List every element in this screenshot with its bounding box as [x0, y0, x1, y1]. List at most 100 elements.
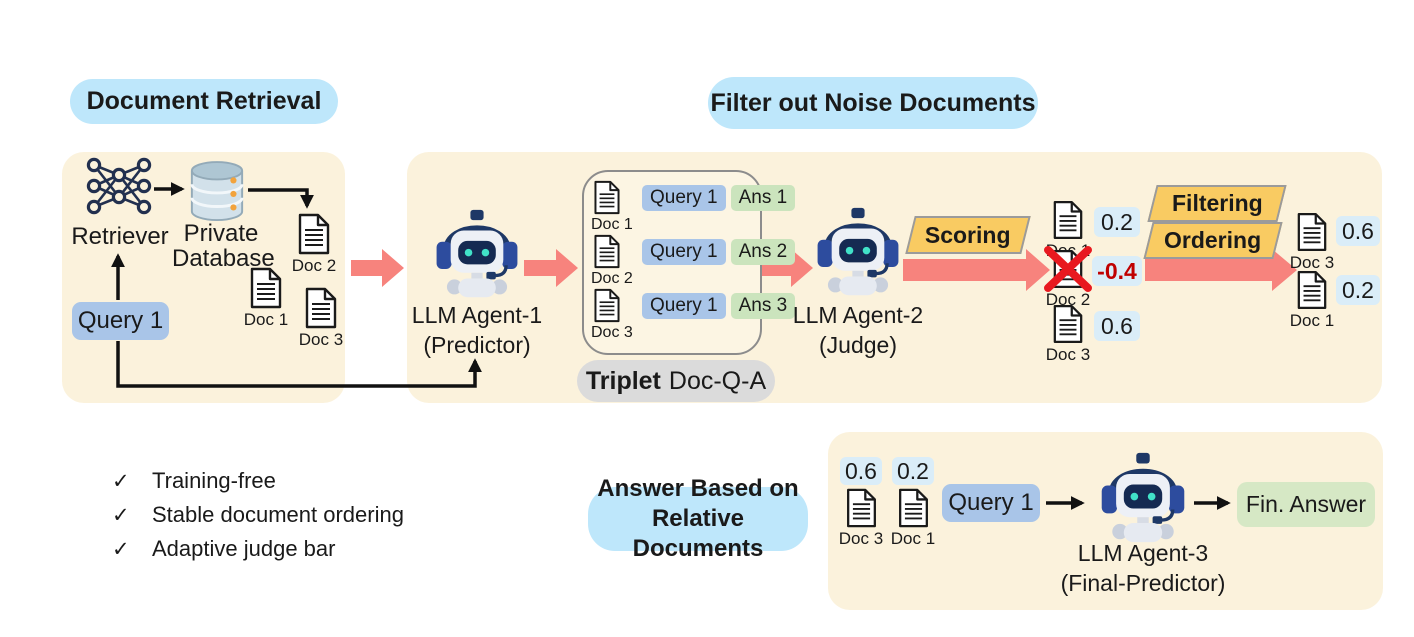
triplet-doc2-label: Doc 2 — [591, 270, 633, 287]
doc1-icon — [249, 267, 283, 309]
doc1-label: Doc 1 — [243, 310, 289, 329]
filtered-doc1-label: Doc 1 — [1289, 311, 1335, 330]
retrieved-doc2: Doc 2 — [290, 213, 338, 276]
feature-text: Training-free — [152, 468, 276, 493]
scored-doc1-score: 0.2 — [1094, 207, 1140, 237]
check-icon: ✓ — [112, 470, 130, 493]
llm-agent3-robot-icon — [1095, 450, 1191, 546]
retrieved-doc1: Doc 1 — [242, 267, 290, 330]
filtering-label-text: Filtering — [1171, 190, 1263, 216]
triplet-ans3-chip: Ans 3 — [730, 293, 796, 319]
agent2-label: LLM Agent-2 (Judge) — [788, 301, 928, 361]
filtering-label: Filtering — [1147, 185, 1287, 222]
final-query1-box: Query 1 — [942, 484, 1040, 522]
final-doc1-score: 0.2 — [892, 457, 934, 485]
llm-agent2-robot-icon — [811, 205, 905, 299]
retriever-network-icon — [86, 156, 152, 216]
ordering-label: Ordering — [1143, 222, 1283, 259]
triplet-doc1-icon — [593, 180, 621, 215]
retriever-label: Retriever — [71, 223, 169, 250]
agent2-name: LLM Agent-2 — [792, 302, 924, 328]
triplet-doc1: Doc 1 — [591, 180, 637, 234]
title-filter-noise: Filter out Noise Documents — [708, 77, 1038, 129]
check-icon: ✓ — [112, 504, 130, 527]
agent1-label: LLM Agent-1 (Predictor) — [407, 301, 547, 361]
features-list: ✓ Training-free ✓ Stable document orderi… — [112, 468, 404, 570]
feature-adaptive-judge: ✓ Adaptive judge bar — [112, 536, 404, 562]
check-icon: ✓ — [112, 538, 130, 561]
flow-arrow-retrieval-to-agent1-icon — [351, 249, 404, 287]
agent3-role: (Final-Predictor) — [1060, 569, 1226, 596]
triplet-doc1-label: Doc 1 — [591, 216, 633, 233]
final-doc3-icon — [845, 488, 878, 528]
triplet-doc3: Doc 3 — [591, 288, 637, 342]
llm-agent1-robot-icon — [430, 207, 524, 301]
agent1-name: LLM Agent-1 — [411, 302, 543, 328]
filtered-doc3: Doc 3 — [1288, 212, 1336, 273]
scored-doc2-label: Doc 2 — [1045, 290, 1091, 309]
scored-doc3-label: Doc 3 — [1045, 345, 1091, 364]
triplet-doc2-icon — [593, 234, 621, 269]
triplet-caption-rest: Doc-Q-A — [668, 366, 767, 395]
title-document-retrieval: Document Retrieval — [70, 79, 338, 124]
scoring-label-text: Scoring — [925, 221, 1011, 248]
triplet-row-2: Doc 2 Query 1 Ans 2 — [591, 234, 796, 288]
filtered-doc1-icon — [1296, 270, 1328, 310]
triplet-query3-chip: Query 1 — [642, 293, 726, 319]
doc2-icon — [297, 213, 331, 255]
feature-text: Stable document ordering — [152, 502, 404, 527]
scored-doc2-icon — [1052, 249, 1084, 289]
scored-doc2: Doc 2 — [1044, 249, 1092, 310]
final-answer-box: Fin. Answer — [1237, 482, 1375, 527]
query1-box: Query 1 — [72, 302, 169, 340]
triplet-doc3-icon — [593, 288, 621, 323]
scored-doc2-score: -0.4 — [1092, 256, 1142, 286]
final-doc1: Doc 1 — [889, 488, 937, 549]
scored-doc1-icon — [1052, 200, 1084, 240]
filtered-doc1: Doc 1 — [1288, 270, 1336, 331]
retrieved-doc3: Doc 3 — [297, 287, 345, 350]
triplet-box: Doc 1 Query 1 Ans 1 Doc 2 Query 1 Ans 2 … — [582, 170, 796, 355]
filtered-doc3-score: 0.6 — [1336, 216, 1380, 246]
scoring-label: Scoring — [905, 216, 1031, 254]
triplet-ans1-chip: Ans 1 — [730, 185, 796, 211]
agent3-label: LLM Agent-3 (Final-Predictor) — [1058, 539, 1228, 599]
final-doc1-label: Doc 1 — [890, 529, 936, 548]
triplet-row-1: Doc 1 Query 1 Ans 1 — [591, 180, 796, 234]
triplet-doc2: Doc 2 — [591, 234, 637, 288]
feature-training-free: ✓ Training-free — [112, 468, 404, 494]
triplet-caption-bold: Triplet — [585, 366, 661, 395]
final-doc3-score: 0.6 — [840, 457, 882, 485]
private-database-icon — [188, 160, 246, 224]
private-database-label: Private Database — [172, 220, 275, 273]
ordering-label-text: Ordering — [1164, 227, 1262, 253]
filtered-doc1-score: 0.2 — [1336, 275, 1380, 305]
final-doc3-label: Doc 3 — [838, 529, 884, 548]
scored-doc3-score: 0.6 — [1094, 311, 1140, 341]
filtered-doc3-icon — [1296, 212, 1328, 252]
final-doc1-icon — [897, 488, 930, 528]
triplet-query2-chip: Query 1 — [642, 239, 726, 265]
final-doc3: Doc 3 — [837, 488, 885, 549]
scored-doc3: Doc 3 — [1044, 304, 1092, 365]
doc2-label: Doc 2 — [291, 256, 337, 275]
triplet-query1-chip: Query 1 — [642, 185, 726, 211]
triplet-row-3: Doc 3 Query 1 Ans 3 — [591, 288, 796, 342]
doc3-label: Doc 3 — [298, 330, 344, 349]
feature-text: Adaptive judge bar — [152, 536, 336, 561]
title-answer-based: Answer Based on Relative Documents — [588, 475, 808, 562]
title-answer-based-line1: Answer Based on — [597, 475, 799, 502]
filtered-doc3-label: Doc 3 — [1289, 253, 1335, 272]
private-database-label-line1: Private — [183, 220, 259, 247]
agent1-role: (Predictor) — [423, 331, 531, 358]
agent3-name: LLM Agent-3 — [1077, 540, 1209, 566]
agent2-role: (Judge) — [819, 331, 897, 358]
triplet-doc3-label: Doc 3 — [591, 324, 633, 341]
scored-doc3-icon — [1052, 304, 1084, 344]
doc3-icon — [304, 287, 338, 329]
private-database-label-line2: Database — [172, 245, 275, 273]
triplet-caption: Triplet Doc-Q-A — [577, 360, 775, 402]
feature-stable-ordering: ✓ Stable document ordering — [112, 502, 404, 528]
title-answer-based-line2: Relative Documents — [632, 505, 764, 562]
